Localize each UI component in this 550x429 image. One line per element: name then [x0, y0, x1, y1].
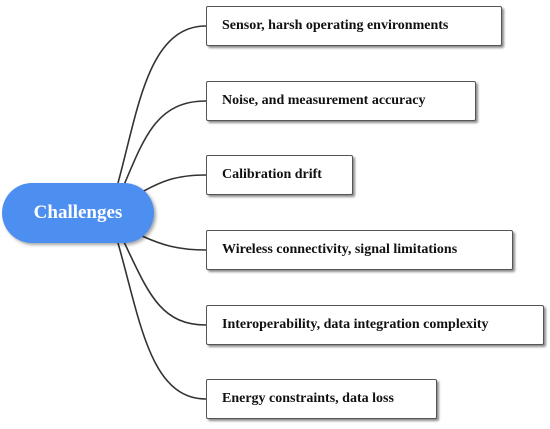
- branch-label: Calibration drift: [222, 167, 322, 182]
- branch-label: Wireless connectivity, signal limitation…: [222, 242, 458, 257]
- branch-node-interoperability: Interoperability, data integration compl…: [206, 305, 544, 345]
- branch-label: Sensor, harsh operating environments: [222, 18, 449, 33]
- branch-label: Noise, and measurement accuracy: [222, 93, 426, 108]
- root-label: Challenges: [33, 202, 123, 223]
- branch-node-wireless: Wireless connectivity, signal limitation…: [206, 230, 513, 270]
- connector-energy: [117, 242, 207, 400]
- branch-node-calibration: Calibration drift: [206, 155, 353, 195]
- branch-node-noise: Noise, and measurement accuracy: [206, 81, 476, 121]
- connector-noise: [123, 100, 207, 186]
- connector-calibration: [141, 174, 207, 193]
- branch-label: Interoperability, data integration compl…: [222, 317, 489, 332]
- branch-node-energy: Energy constraints, data loss: [206, 379, 437, 419]
- connector-wireless: [141, 235, 207, 251]
- connector-interoperability: [123, 241, 207, 326]
- branch-label: Energy constraints, data loss: [222, 391, 394, 406]
- root-node-challenges: Challenges: [2, 183, 154, 243]
- branch-node-sensor: Sensor, harsh operating environments: [206, 6, 502, 46]
- connector-sensor: [117, 25, 207, 184]
